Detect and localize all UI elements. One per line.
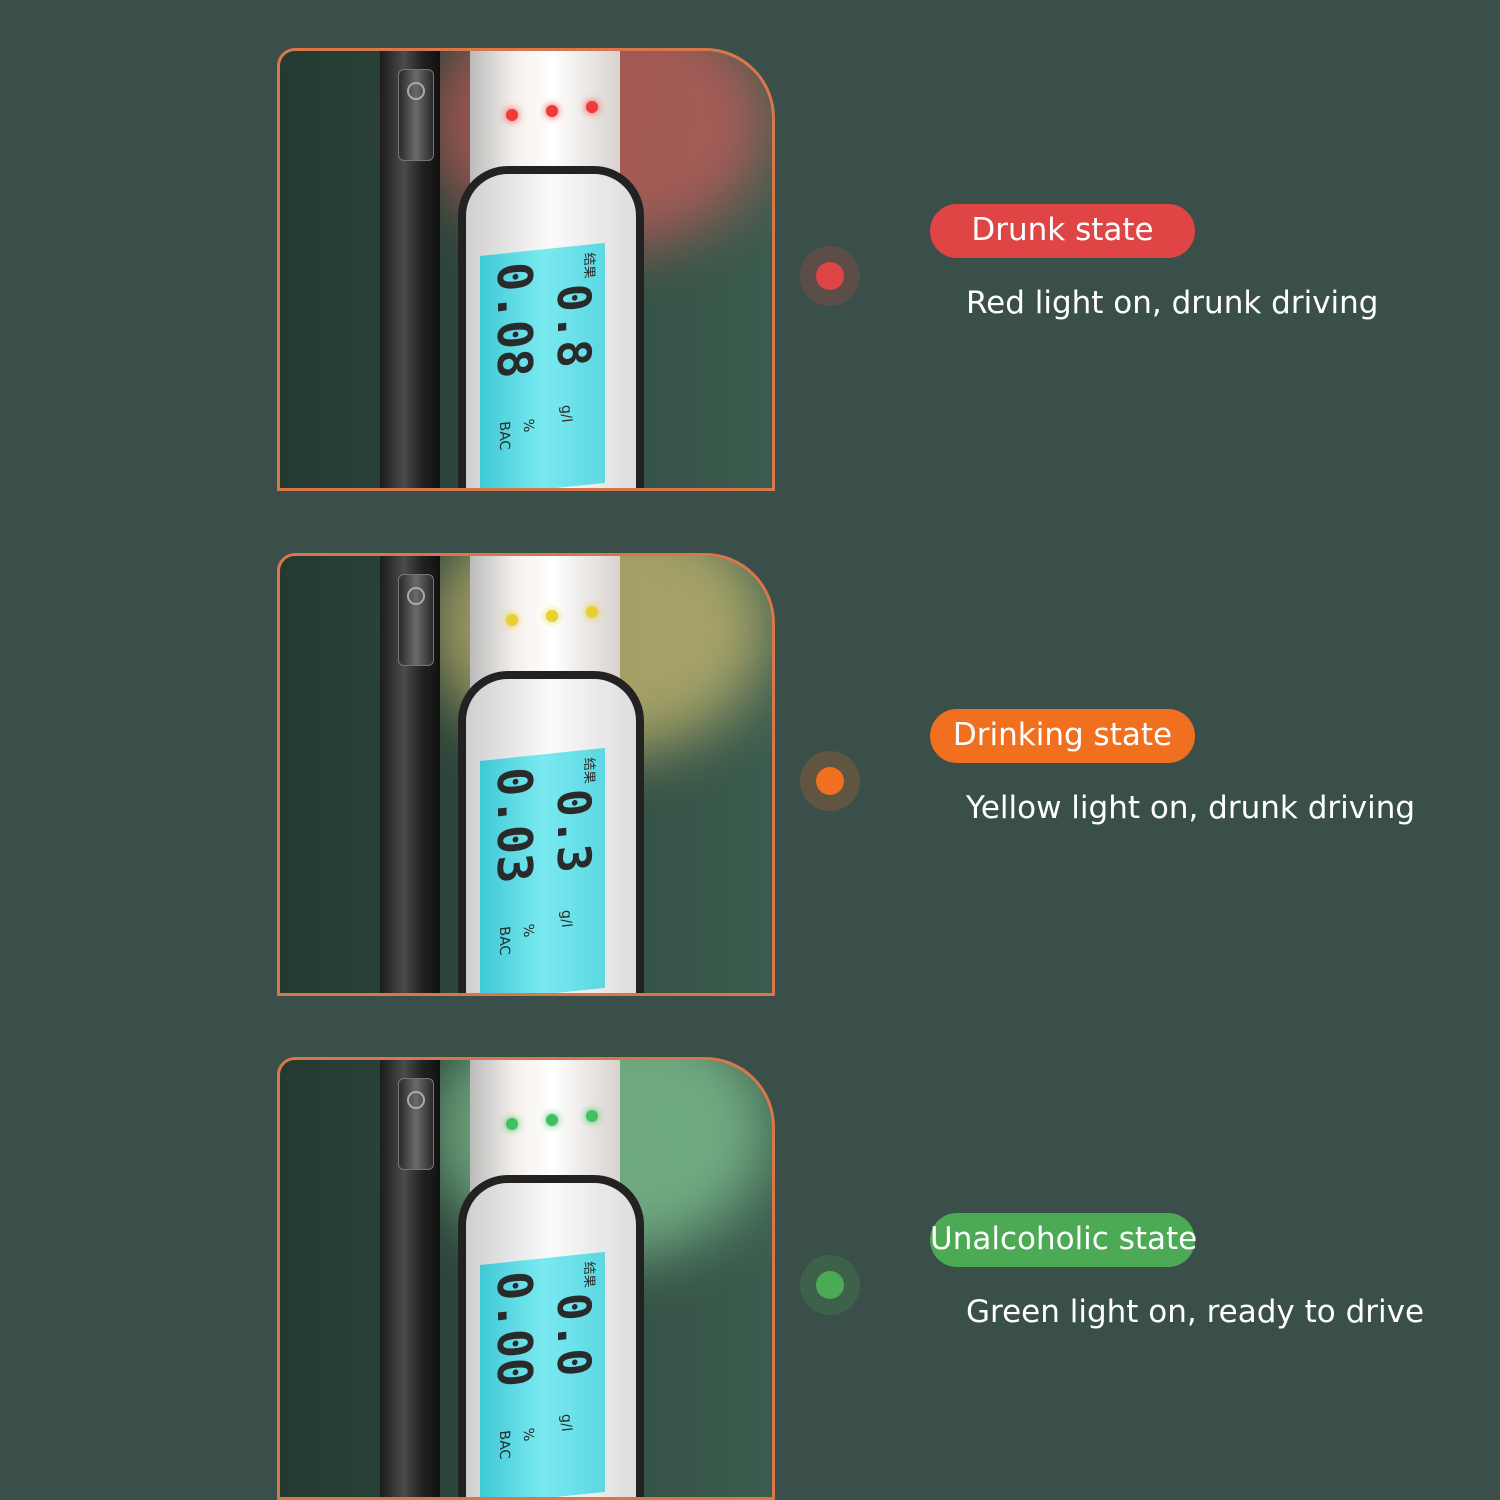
indicator-led	[546, 105, 558, 117]
indicator-led	[546, 610, 558, 622]
product-image-panel: 结果 0.3 g/l 0.03 % BAC	[277, 553, 775, 996]
status-dot-icon	[800, 1255, 860, 1315]
lcd-unit-gl: g/l	[558, 1413, 574, 1433]
state-description: Yellow light on, drunk driving	[966, 790, 1416, 826]
power-icon	[407, 587, 425, 605]
lcd-reading-gl: 0.8	[547, 281, 601, 371]
lcd-unit-gl: g/l	[558, 909, 574, 929]
state-description: Green light on, ready to drive	[966, 1294, 1425, 1330]
indicator-led	[546, 1114, 558, 1126]
indicator-led	[586, 606, 598, 618]
lcd-reading-gl: 0.3	[547, 786, 601, 876]
lcd-label: 结果	[581, 756, 596, 785]
lcd-reading-percent: 0.00	[486, 1268, 542, 1390]
product-image-panel: 结果 0.0 g/l 0.00 % BAC	[277, 1057, 775, 1500]
state-badge: Drinking state	[930, 709, 1195, 763]
power-icon	[407, 82, 425, 100]
indicator-led	[586, 1110, 598, 1122]
product-image-panel: 结果 0.8 g/l 0.08 % BAC	[277, 48, 775, 491]
lcd-unit-percent: %	[520, 1427, 536, 1443]
state-badge: Unalcoholic state	[930, 1213, 1197, 1267]
indicator-led	[506, 109, 518, 121]
lcd-unit-gl: g/l	[558, 404, 574, 424]
lcd-label: 结果	[581, 1260, 596, 1289]
lcd-display: 结果 0.3 g/l 0.03 % BAC	[480, 747, 605, 993]
indicator-led	[506, 1118, 518, 1130]
power-button	[398, 574, 434, 666]
lcd-unit-percent: %	[520, 923, 536, 939]
lcd-unit-bac: BAC	[496, 420, 512, 452]
indicator-led	[586, 101, 598, 113]
power-button	[398, 1078, 434, 1170]
power-icon	[407, 1091, 425, 1109]
state-description: Red light on, drunk driving	[966, 285, 1379, 321]
lcd-unit-bac: BAC	[496, 1429, 512, 1461]
lcd-unit-bac: BAC	[496, 925, 512, 957]
lcd-reading-percent: 0.08	[486, 259, 542, 381]
lcd-display: 结果 0.0 g/l 0.00 % BAC	[480, 1251, 605, 1497]
lcd-label: 结果	[581, 251, 596, 280]
lcd-reading-percent: 0.03	[486, 764, 542, 886]
lcd-unit-percent: %	[520, 418, 536, 434]
status-dot-icon	[800, 246, 860, 306]
lcd-display: 结果 0.8 g/l 0.08 % BAC	[480, 242, 605, 488]
indicator-led	[506, 614, 518, 626]
status-dot-icon	[800, 751, 860, 811]
lcd-reading-gl: 0.0	[547, 1290, 601, 1380]
power-button	[398, 69, 434, 161]
state-badge: Drunk state	[930, 204, 1195, 258]
